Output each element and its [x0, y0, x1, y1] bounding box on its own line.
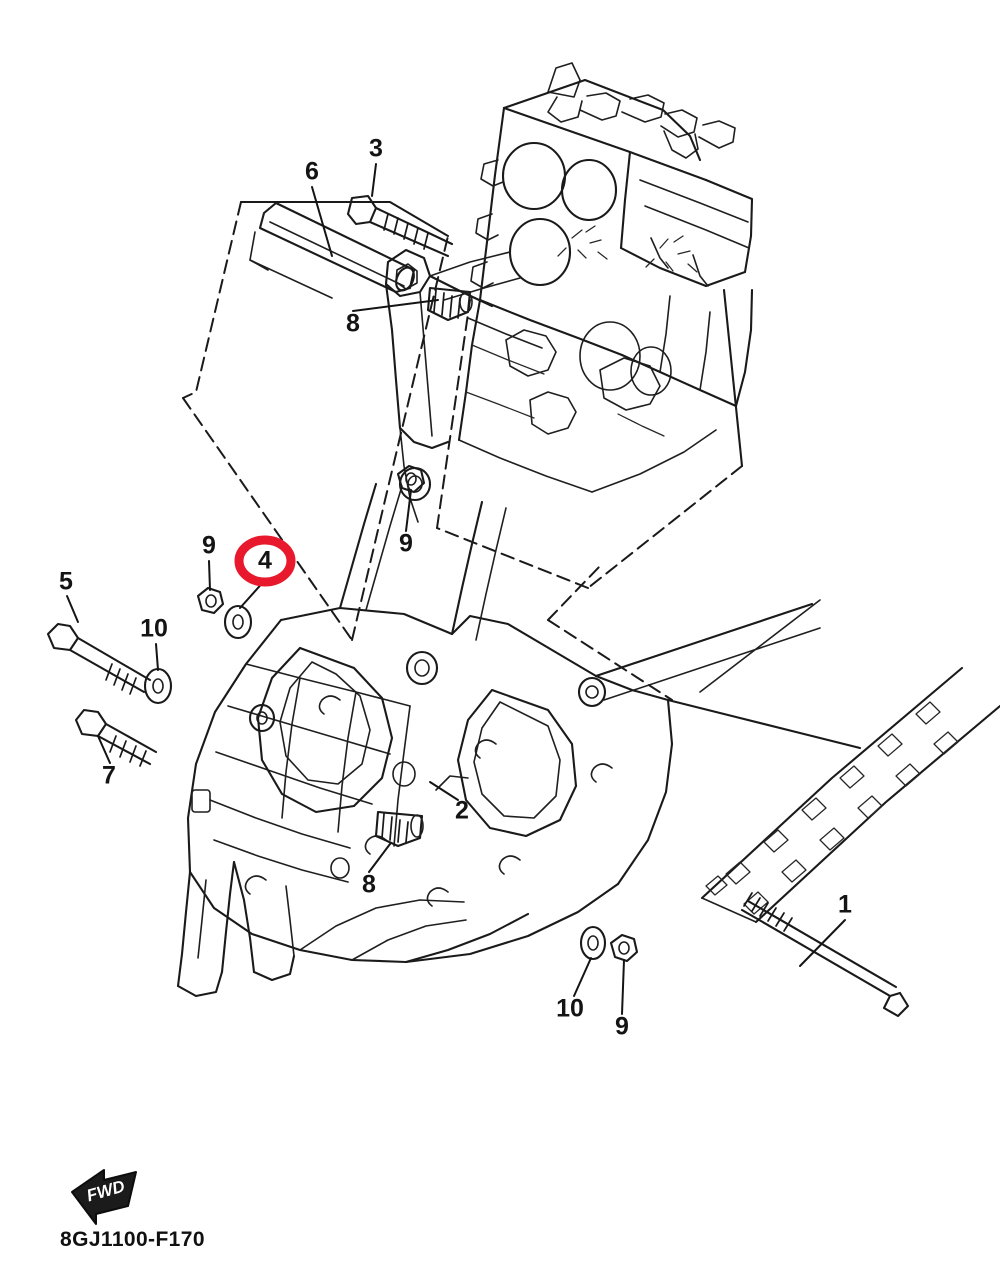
part-short-bolt [74, 708, 158, 767]
part-washer-left [143, 667, 173, 705]
part-washer-bottom [579, 925, 607, 961]
part-number-code: 8GJ1100-F170 [60, 1228, 205, 1251]
callout-1: 1 [838, 891, 852, 919]
callout-8-top: 8 [346, 310, 360, 338]
engine-assembly-illustration [384, 62, 754, 523]
part-nut-left [196, 586, 225, 615]
part-nut-mid [396, 464, 426, 494]
callout-2: 2 [455, 797, 469, 825]
perforated-heat-guard [699, 599, 1000, 924]
part-long-bolt [46, 622, 152, 695]
callout-5: 5 [59, 568, 73, 596]
part-washer-highlighted [223, 604, 253, 640]
callout-9-mid: 9 [399, 530, 413, 558]
callout-labels: 1 2 3 4 5 6 7 8 8 9 9 9 10 10 [59, 135, 852, 1041]
callout-6: 6 [305, 158, 319, 186]
callout-highlight-ring [234, 535, 296, 587]
part-adjuster-bolt-bottom [374, 810, 424, 848]
part-nut-bottom [609, 933, 639, 963]
part-adjuster-bolt-top [426, 286, 473, 322]
callout-7: 7 [102, 762, 116, 790]
callout-10-bottom: 10 [556, 995, 584, 1023]
callout-4: 4 [258, 547, 272, 575]
part-flange-bolt [346, 194, 454, 258]
frame-crankcase-illustration [176, 482, 862, 998]
callout-3: 3 [369, 135, 383, 163]
leader-lines [66, 163, 846, 1015]
callout-10-left: 10 [140, 615, 168, 643]
callout-8-bottom: 8 [362, 871, 376, 899]
part-engine-bracket [435, 775, 469, 791]
fwd-direction-marker: FWD [71, 1169, 137, 1225]
mount-plate-outlines [182, 200, 744, 701]
callout-9-left: 9 [202, 532, 216, 560]
part-spacer-collar [249, 201, 416, 299]
callout-9-bottom: 9 [615, 1013, 629, 1041]
part-long-through-bolt [740, 892, 910, 1018]
